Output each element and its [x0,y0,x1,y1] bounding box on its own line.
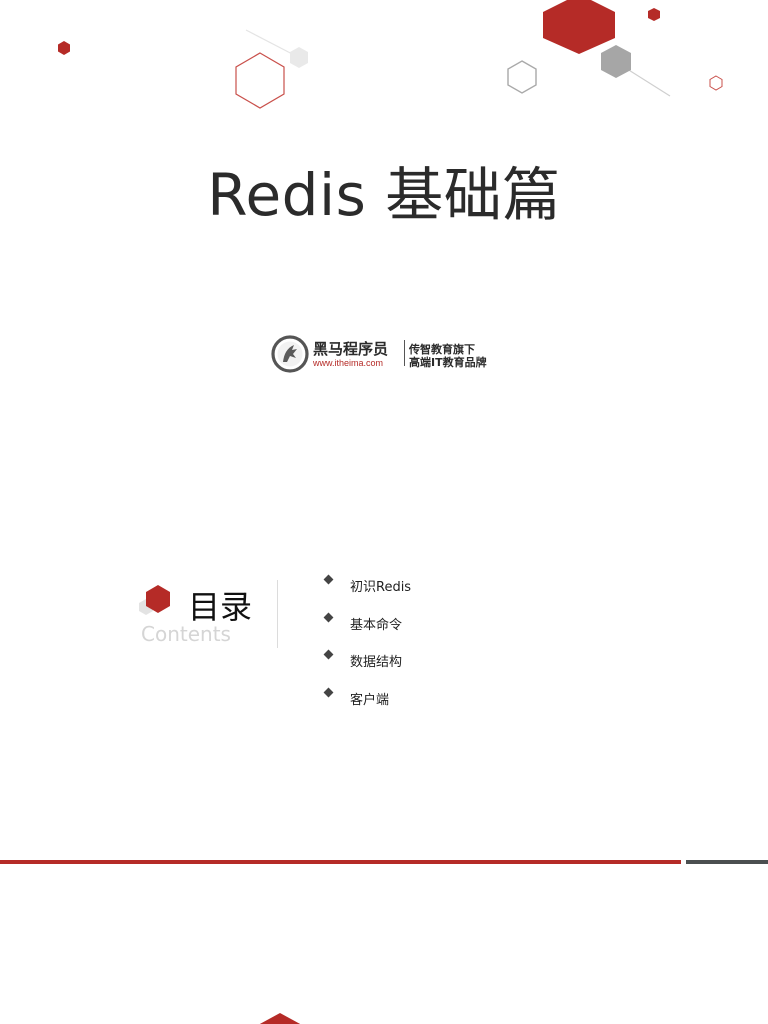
brand-url: www.itheima.com [313,358,384,368]
footer-bar-red [0,860,681,864]
contents-subheading: Contents [141,622,231,646]
brand-tagline-2: 高端IT教育品牌 [409,356,487,369]
contents-heading: 目录 [188,588,253,626]
hexagon-light-gray [290,47,308,68]
footer-bar-gray [686,860,768,864]
contents-item-label: 初识Redis [350,580,412,595]
hexagon-red-small [58,41,70,55]
hexagon-outline-red-tiny [709,75,723,91]
contents-item-label: 基本命令 [350,617,403,633]
hexagon-red-tiny [648,8,660,21]
horse-logo-icon [271,335,309,373]
contents-item-label: 数据结构 [350,655,403,670]
brand-logo: 黑马程序员 www.itheima.com 传智教育旗下 高端IT教育品牌 [270,334,510,374]
brand-name: 黑马程序员 [313,340,389,358]
hexagon-red-bottom [259,1013,301,1024]
hexagon-outline-gray [507,60,537,94]
hexagon-gray [601,45,631,78]
decor-line [245,29,299,58]
hexagon-red-large [543,0,615,54]
contents-icon-red-hex [146,585,170,613]
page-title: Redis 基础篇 [207,161,561,229]
contents-divider [277,580,278,648]
hexagon-outline-red [235,52,285,109]
brand-separator [404,340,405,366]
brand-tagline-1: 传智教育旗下 [409,343,475,356]
contents-item-label: 客户端 [350,692,390,708]
